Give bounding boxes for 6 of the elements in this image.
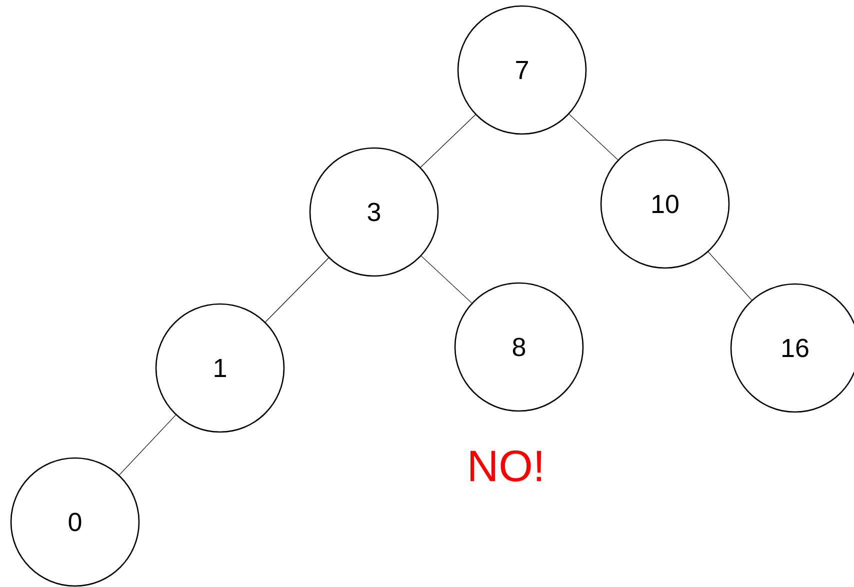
tree-edge [568,114,618,160]
tree-edge [119,414,176,476]
tree-edge [420,114,476,168]
tree-edge [421,256,472,304]
tree-edge [708,252,752,300]
tree-edge [265,258,329,322]
